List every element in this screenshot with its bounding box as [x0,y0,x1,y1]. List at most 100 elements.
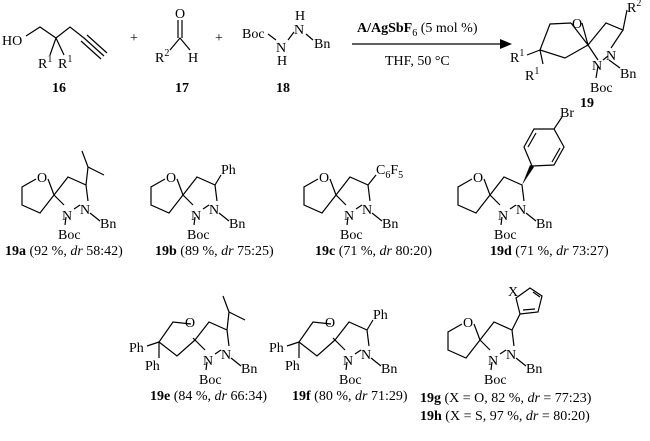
diphenyl-bonds [286,341,300,358]
pentafluorophenyl-bond [367,174,377,186]
caption-post: 71:29) [367,389,407,404]
bromine-label: Br [560,106,574,121]
tetrahydrofuran-ring-bonds [21,178,55,214]
boc-label: Boc [242,27,265,42]
caption-dr-label: dr [215,389,228,404]
phenyl-label: Ph [221,163,236,178]
r2-label: R2 [627,0,641,16]
benzyl-label: Bn [620,67,636,82]
formula-part: 6 [385,170,390,181]
phenyl-bond [366,319,374,331]
aldehyde-bonds [169,20,191,51]
hydrazine-bonds [267,31,314,41]
caption-label: 19f [292,389,311,404]
caption-dr-label: dr [556,244,569,259]
nitrogen-2: N [516,203,526,218]
product-19: O N N Boc Bn R2 R1 R1 19 [510,0,641,111]
caption-post: = 80:20) [538,409,590,424]
hydroxyl-label: HO [2,34,22,49]
benzyl-label: Bn [241,362,257,377]
tetrahydrofuran-ring-bonds [303,178,337,214]
caption-post: 66:34) [227,389,267,404]
compound-caption: 19f (80 %, dr 71:29) [292,389,408,404]
nitrogen-2: N [361,348,371,363]
heteroatom-x-label: X [508,285,518,300]
compound-caption: 19e (84 %, dr 66:34) [150,389,267,404]
boc-label: Boc [58,228,81,243]
ring-oxygen: O [166,171,176,186]
benzyl-label: Bn [526,362,542,377]
reaction-arrow: A/AgSbF6 (5 mol %) THF, 50 °C [352,21,512,69]
nitrogen-2: N [606,49,616,64]
caption-pre: (71 %, [335,244,379,259]
caption-post: 80:20) [392,244,432,259]
bromophenyl-ring [523,116,565,167]
solvent-temperature: THF, 50 °C [385,54,450,69]
plus-sign-2: + [215,31,223,46]
nitrogen-2: N [209,203,219,218]
formula-part: 5 [398,170,403,181]
pyrazolidine-ring-bonds [335,176,383,226]
diphenyl-bonds [146,341,160,358]
caption-pre: (89 %, [177,244,221,259]
spiro-core-bonds [539,9,628,79]
isopropyl-bonds [222,295,246,331]
boc-label: Boc [187,228,210,243]
pyrazolidine-ring-bonds [53,176,101,226]
r1-label-2: R1 [525,66,539,84]
compound-label-19: 19 [580,96,594,111]
reactant-17: R2 O H 17 [155,7,198,96]
caption-pre: (84 %, [170,389,214,404]
caption-label: 19d [490,244,512,259]
nitrogen-1: N [592,59,602,74]
caption-pre: (80 %, [311,389,355,404]
nitrogen-2: N [506,348,516,363]
caption-dr-label: dr [221,244,234,259]
boc-label: Boc [339,373,362,388]
r1-label-2: R1 [58,54,72,72]
compound-caption: 19c (71 %, dr 80:20) [315,244,432,259]
phenyl-label: Ph [373,308,388,323]
hydrogen-label: H [277,54,287,69]
nitrogen-1: N [203,354,213,369]
caption-post: 58:42) [83,244,123,259]
caption-label: 19e [150,389,170,404]
benzyl-label: Bn [314,37,330,52]
caption-dr-label: dr [70,244,83,259]
caption-dr-label: dr [526,409,539,424]
phenyl-label: Ph [129,341,144,356]
pyrazolidine-ring-bonds [194,321,242,371]
caption-post: = 77:23) [540,391,592,406]
caption-post: 73:27) [569,244,609,259]
compound-label-16: 16 [52,81,66,96]
heteroaryl-ring [511,287,543,331]
compound-caption: 19b (89 %, dr 75:25) [155,244,274,259]
caption-dr-label: dr [355,389,368,404]
arrow-head [500,39,512,49]
compound-caption: 19d (71 %, dr 73:27) [490,244,609,259]
tetrahydrofuran-ring-bonds [457,178,491,214]
nitrogen-2: N [221,348,231,363]
compound-label-17: 17 [175,81,189,96]
nitrogen-label: N [276,41,286,56]
boc-label: Boc [590,81,613,96]
boc-label: Boc [484,373,507,388]
benzyl-label: Bn [100,217,116,232]
reactant-16: HO R1 R1 16 [2,26,108,96]
benzyl-label: Bn [381,362,397,377]
ring-oxygen: O [319,171,329,186]
phenyl-label: Ph [269,341,284,356]
boc-label: Boc [199,373,222,388]
caption-dr-label: dr [380,244,393,259]
boc-label: Boc [340,228,363,243]
caption-label: 19c [315,244,335,259]
ring-oxygen: O [463,316,473,331]
compound-caption: 19h (X = S, 97 %, dr = 80:20) [420,409,590,424]
caption-pre: (X = S, 97 %, [442,409,526,424]
